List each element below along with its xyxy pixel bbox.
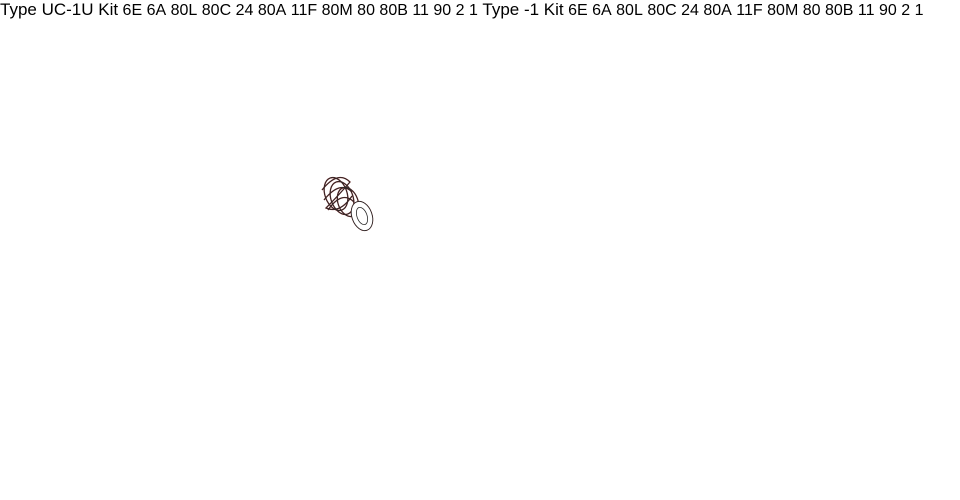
label-80m: 80M (321, 2, 353, 19)
label-80c: 80C (647, 2, 677, 19)
label-11f: 11F (290, 2, 318, 19)
label-6e: 6E (568, 2, 588, 19)
label-24: 24 (235, 2, 254, 19)
diagram-title: Type -1 Kit (482, 0, 564, 19)
label-80a: 80A (257, 2, 287, 19)
label-2: 2 (455, 2, 465, 19)
diagram-title: Type UC-1U Kit (0, 0, 119, 19)
label-1: 1 (914, 2, 924, 19)
label-11f: 11F (736, 2, 763, 19)
label-80c: 80C (201, 2, 232, 19)
label-6a: 6A (592, 2, 612, 19)
label-11: 11 (412, 2, 429, 19)
label-2: 2 (901, 2, 911, 19)
label-80: 80 (357, 2, 375, 19)
label-6e: 6E (122, 2, 143, 19)
label-11: 11 (857, 2, 875, 19)
label-90: 90 (878, 2, 897, 19)
label-1: 1 (469, 2, 478, 19)
label-24: 24 (681, 2, 699, 19)
o-ring-80b: 6E 6A 80L 80C 24 80A 11F 80M 80 80B 11 9… (568, 2, 923, 19)
diagram-uc1u: Type UC-1U Kit (0, 0, 483, 19)
label-80b: 80B (824, 2, 854, 19)
label-6a: 6A (146, 2, 167, 19)
label-80: 80 (802, 2, 821, 19)
label-80a: 80A (703, 2, 732, 19)
label-90: 90 (433, 2, 452, 19)
label-80m: 80M (767, 2, 799, 19)
label-80l: 80L (616, 2, 643, 19)
label-80l: 80L (170, 2, 198, 19)
label-80b: 80B (379, 2, 408, 19)
diagram-type-1: Type -1 Kit (482, 0, 923, 19)
o-ring-80b: 6E 6A 80L 80C 24 80A 11F 80M 80 80B 11 9… (123, 2, 483, 19)
